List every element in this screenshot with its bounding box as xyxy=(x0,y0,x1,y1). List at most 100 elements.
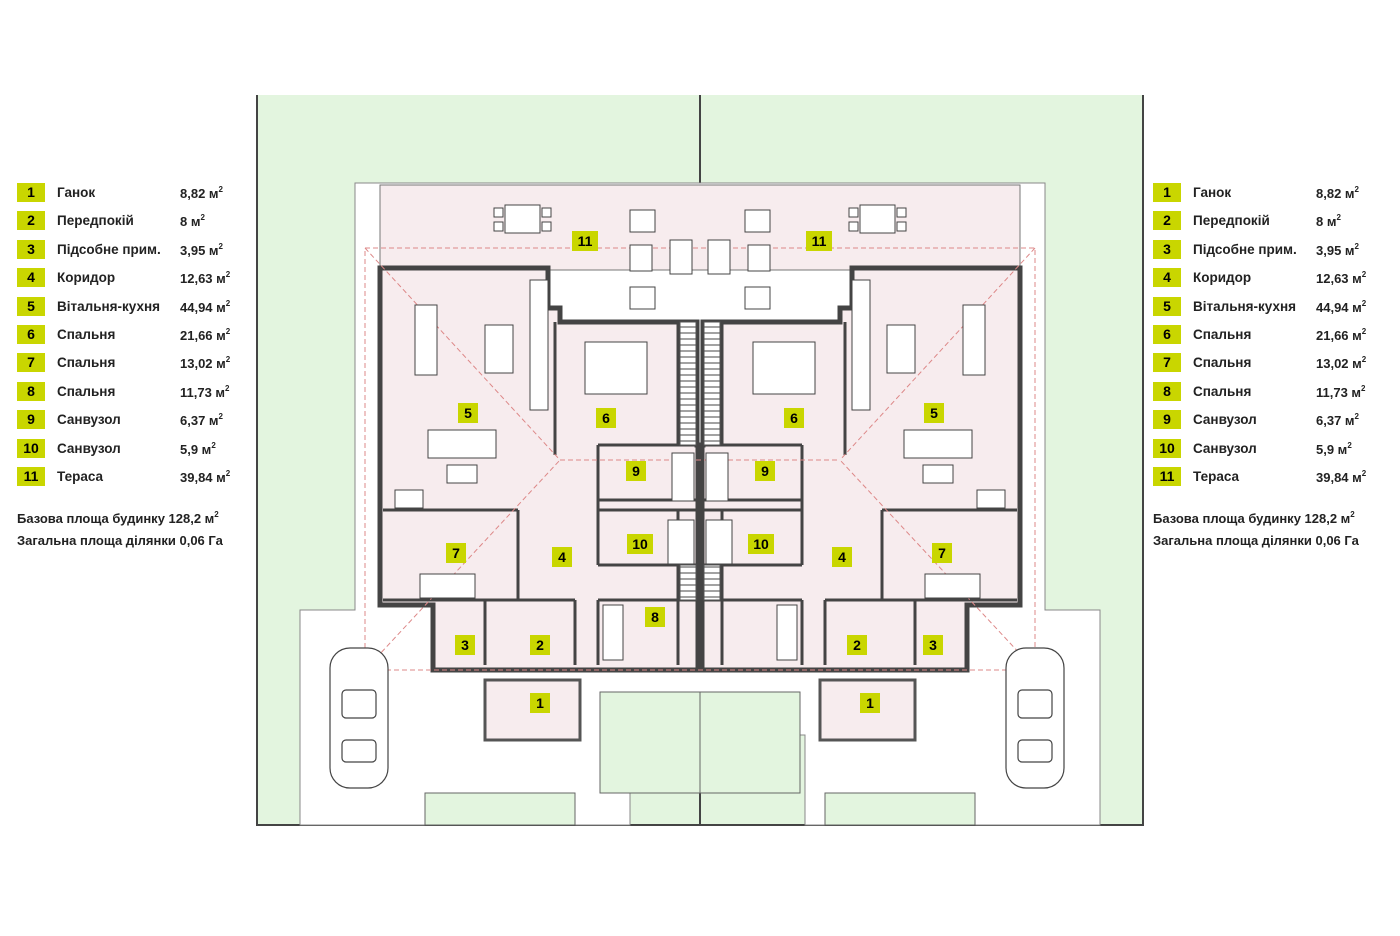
room-tag: 4 xyxy=(838,549,846,565)
room-name: Коридор xyxy=(1193,270,1252,286)
room-number-badge: 2 xyxy=(17,211,45,231)
room-area: 11,73 м2 xyxy=(1316,383,1366,400)
room-area: 11,73 м2 xyxy=(180,383,230,400)
room-tag-box xyxy=(847,635,867,655)
room-area: 21,66 м2 xyxy=(180,326,231,343)
lawn-mid-right xyxy=(699,691,801,794)
room-name: Спальня xyxy=(57,355,116,371)
room-name: Передпокій xyxy=(1193,213,1270,229)
room-tag-box xyxy=(446,543,466,563)
room-name: Вітальня-кухня xyxy=(57,298,160,314)
room-tag-box xyxy=(572,231,598,251)
room-number-badge: 10 xyxy=(17,438,45,458)
room-tag: 8 xyxy=(651,609,659,625)
room-area: 44,94 м2 xyxy=(180,298,231,315)
legend-item: 9 Санвузол 6,37 м2 xyxy=(1153,410,1393,438)
room-tag-box xyxy=(932,543,952,563)
room-tag: 4 xyxy=(558,549,566,565)
room-area: 5,9 м2 xyxy=(1316,440,1352,457)
room-name: Санвузол xyxy=(1193,412,1257,428)
room-number-badge: 9 xyxy=(1153,410,1181,430)
room-name: Спальня xyxy=(1193,326,1252,342)
room-tag: 2 xyxy=(536,637,544,653)
room-name: Тераса xyxy=(57,468,104,484)
room-number-badge: 5 xyxy=(1153,296,1181,316)
room-tag: 1 xyxy=(866,695,874,711)
legend-item: 3 Підсобне прим. 3,95 м2 xyxy=(17,239,257,268)
car-left xyxy=(329,647,389,789)
room-number-badge: 1 xyxy=(17,183,45,202)
room-area: 12,63 м2 xyxy=(180,270,231,287)
room-area: 5,9 м2 xyxy=(180,440,216,457)
room-tag: 5 xyxy=(464,405,472,421)
wardrobe-right xyxy=(703,321,721,446)
room-area: 39,84 м2 xyxy=(1316,468,1367,485)
site-area-left: Загальна площа ділянки 0,06 Га xyxy=(17,533,223,548)
room-name: Спальня xyxy=(1193,355,1252,371)
room-name: Санвузол xyxy=(1193,440,1257,456)
wardrobe-left xyxy=(679,321,697,446)
room-name: Спальня xyxy=(1193,383,1252,399)
room-name: Підсобне прим. xyxy=(57,241,161,257)
room-tag: 5 xyxy=(930,405,938,421)
room-area: 8 м2 xyxy=(180,213,205,230)
room-area: 3,95 м2 xyxy=(180,241,223,258)
room-number-badge: 5 xyxy=(17,296,45,316)
room-name: Підсобне прим. xyxy=(1193,241,1297,257)
room-tag: 11 xyxy=(812,233,827,249)
room-number-badge: 3 xyxy=(17,239,45,259)
legend-item: 5 Вітальня-кухня 44,94 м2 xyxy=(17,296,257,325)
room-name: Ганок xyxy=(1193,185,1232,200)
room-tag-box xyxy=(806,231,832,251)
room-number-badge: 6 xyxy=(1153,324,1181,344)
room-number-badge: 2 xyxy=(1153,211,1181,231)
room-tag: 11 xyxy=(578,233,593,249)
room-tag: 6 xyxy=(602,410,610,426)
wardrobe-right-2 xyxy=(703,564,721,601)
room-number-badge: 8 xyxy=(17,381,45,401)
room-area: 8,82 м2 xyxy=(1316,185,1359,201)
room-area: 21,66 м2 xyxy=(1316,326,1367,343)
legend-item: 6 Спальня 21,66 м2 xyxy=(1153,324,1393,353)
lawn-mid-left xyxy=(599,691,701,794)
room-tag: 10 xyxy=(632,536,648,552)
room-tag: 7 xyxy=(452,545,460,561)
room-name: Ганок xyxy=(57,185,96,200)
room-area: 8 м2 xyxy=(1316,213,1341,230)
room-area: 6,37 м2 xyxy=(1316,412,1359,429)
room-number-badge: 4 xyxy=(17,268,45,288)
room-tag-box xyxy=(832,547,852,567)
terrace-furniture xyxy=(493,204,907,310)
room-number-badge: 10 xyxy=(1153,438,1181,458)
room-tag-box xyxy=(645,607,665,627)
room-tag-box xyxy=(755,461,775,481)
room-tag: 1 xyxy=(536,695,544,711)
interior-furniture xyxy=(394,279,1006,661)
room-number-badge: 11 xyxy=(1153,466,1181,486)
room-tag-box xyxy=(627,534,653,554)
terrace xyxy=(379,184,1021,271)
room-tag-box xyxy=(784,408,804,428)
base-area-right: Базова площа будинку 128,2 м2 xyxy=(1153,510,1355,526)
room-number-badge: 7 xyxy=(1153,353,1181,373)
room-tag-box xyxy=(924,403,944,423)
room-area: 3,95 м2 xyxy=(1316,241,1359,258)
room-tag-box xyxy=(860,693,880,713)
legend-item: 10 Санвузол 5,9 м2 xyxy=(1153,438,1393,467)
room-tag: 2 xyxy=(853,637,861,653)
